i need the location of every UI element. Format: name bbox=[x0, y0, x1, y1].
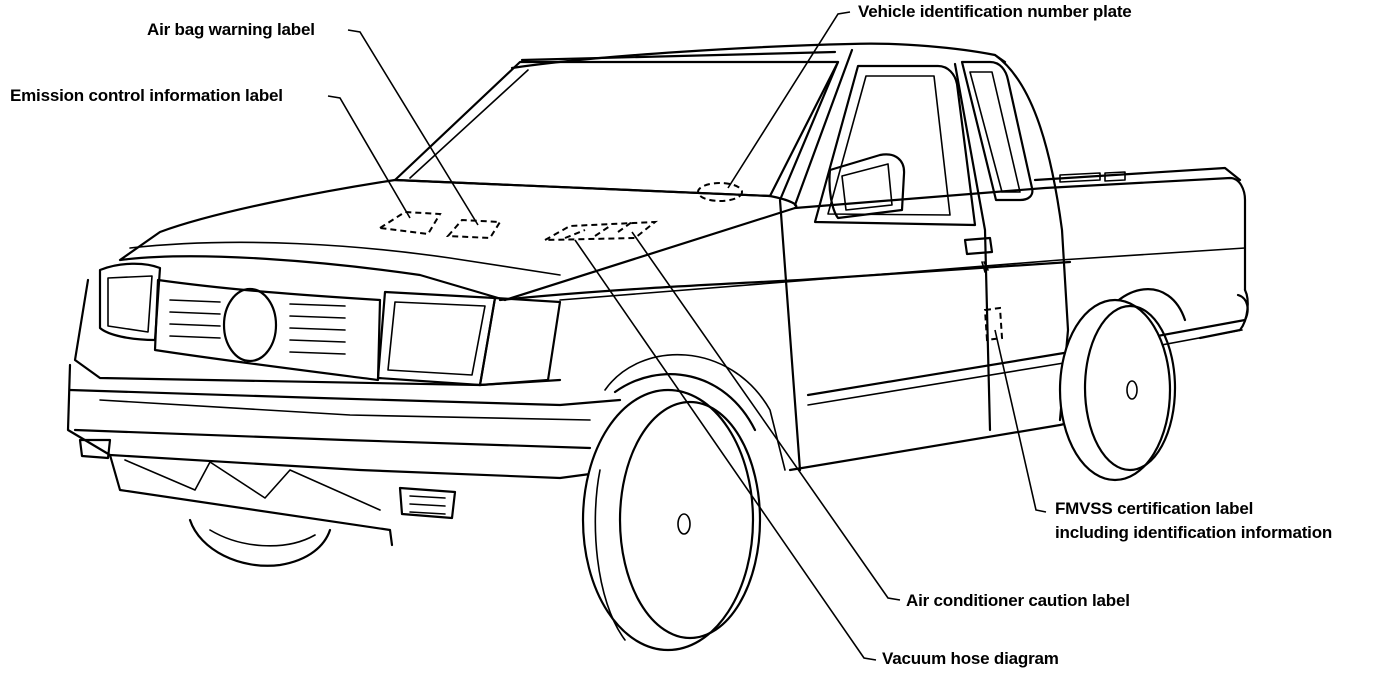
leader-lines bbox=[327, 11, 1047, 661]
vacuum-hose-diagram-caption: Vacuum hose diagram bbox=[882, 649, 1059, 668]
airbag-leader bbox=[347, 29, 479, 226]
front-wheel bbox=[581, 353, 786, 652]
emission-leader bbox=[327, 95, 411, 219]
vin-plate-caption: Vehicle identification number plate bbox=[858, 2, 1132, 21]
airbag-label-marker bbox=[445, 218, 502, 240]
emission-control-label-caption: Emission control information label bbox=[10, 86, 283, 105]
vin-leader bbox=[727, 11, 851, 189]
truck-hood bbox=[118, 178, 798, 302]
fmvss-leader bbox=[994, 329, 1047, 513]
ac-vacuum-label-marker bbox=[544, 220, 659, 241]
vin-plate-marker bbox=[697, 182, 743, 202]
airbag-warning-label-caption: Air bag warning label bbox=[147, 20, 315, 39]
left-front-tire bbox=[188, 518, 332, 567]
vacuum-leader bbox=[574, 239, 877, 661]
fmvss-label-caption-line1: FMVSS certification label bbox=[1055, 499, 1254, 518]
rear-wheel bbox=[1058, 288, 1187, 482]
truck-front-end bbox=[66, 262, 622, 547]
truck-cab bbox=[393, 42, 1070, 472]
ac-leader bbox=[631, 231, 901, 601]
fmvss-label-caption-line2: including identification information bbox=[1055, 523, 1333, 542]
ac-caution-label-caption: Air conditioner caution label bbox=[906, 591, 1130, 610]
fmvss-label-marker bbox=[983, 306, 1004, 342]
emission-label-marker bbox=[377, 210, 442, 236]
